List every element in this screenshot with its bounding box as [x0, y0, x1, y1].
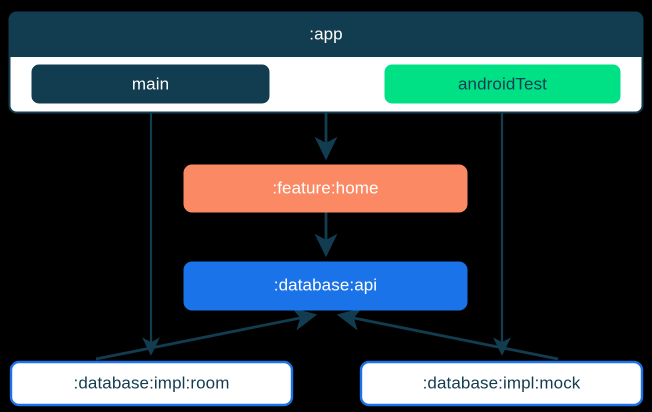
cluster-app-header: [9, 12, 643, 57]
node-feature-home[interactable]: :feature:home: [183, 164, 468, 213]
node-androidtest-label: androidTest: [458, 74, 547, 93]
node-main-box: [31, 64, 270, 104]
node-feature-home-box: [183, 164, 468, 213]
node-main[interactable]: main: [31, 64, 270, 104]
node-androidtest[interactable]: androidTest: [384, 64, 621, 104]
edge-room-to-api: [95, 307, 318, 361]
node-database-api-box: [183, 261, 468, 311]
node-database-impl-mock[interactable]: :database:impl:mock: [359, 360, 644, 407]
node-database-api[interactable]: :database:api: [183, 261, 468, 311]
node-database-impl-mock-box: [359, 360, 644, 407]
node-main-label: main: [132, 74, 169, 93]
node-feature-home-label: :feature:home: [272, 178, 378, 197]
edge-layer: [95, 113, 559, 361]
node-database-impl-room-label: :database:impl:room: [74, 373, 230, 392]
node-database-api-label: :database:api: [274, 275, 377, 294]
edge-mock-to-api: [336, 307, 559, 361]
cluster-app-title: :app: [309, 24, 343, 43]
node-androidtest-box: [384, 64, 621, 104]
node-database-impl-room[interactable]: :database:impl:room: [9, 360, 294, 407]
node-database-impl-mock-label: :database:impl:mock: [423, 373, 581, 392]
node-database-impl-room-box: [9, 360, 294, 407]
